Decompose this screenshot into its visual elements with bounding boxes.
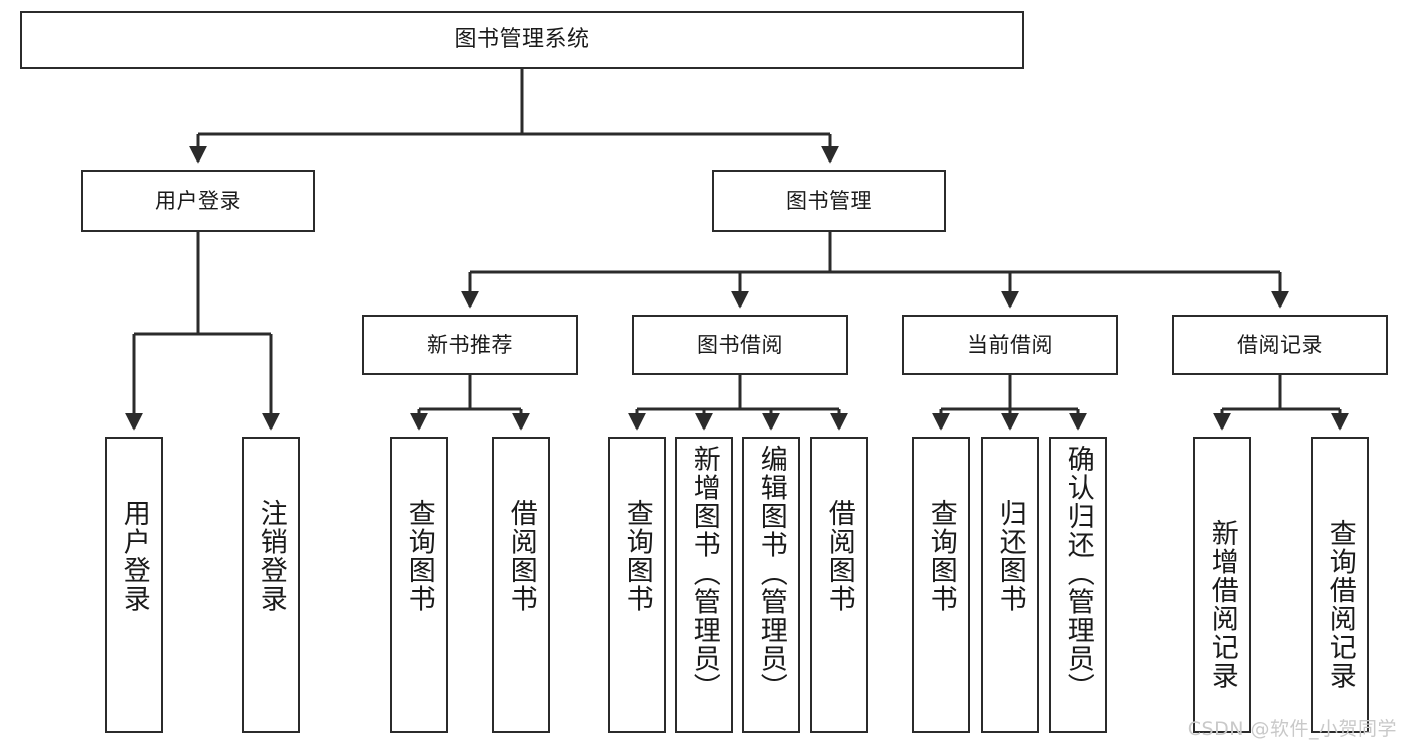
node-label: 新增图书（管理员）: [688, 445, 720, 702]
leaf-borrow-record-add-record[interactable]: 新增借阅记录: [1193, 437, 1251, 733]
node-borrow-record[interactable]: 借阅记录: [1172, 315, 1388, 375]
node-label: 借阅记录: [1237, 332, 1323, 357]
leaf-new-book-borrow-book[interactable]: 借阅图书: [492, 437, 550, 733]
node-label: 用户登录: [118, 499, 150, 613]
leaf-user-login-logout[interactable]: 注销登录: [242, 437, 300, 733]
node-label: 新增借阅记录: [1206, 519, 1238, 690]
node-label: 借阅图书: [505, 499, 537, 613]
node-label: 查询图书: [621, 499, 653, 613]
node-new-book-recommend[interactable]: 新书推荐: [362, 315, 578, 375]
node-root-book-management-system[interactable]: 图书管理系统: [20, 11, 1024, 69]
leaf-book-borrow-edit-book-admin[interactable]: 编辑图书（管理员）: [742, 437, 800, 733]
node-label: 注销登录: [255, 499, 287, 613]
node-book-borrow[interactable]: 图书借阅: [632, 315, 848, 375]
node-label: 当前借阅: [967, 332, 1053, 357]
node-label: 查询图书: [403, 499, 435, 613]
leaf-new-book-query-book[interactable]: 查询图书: [390, 437, 448, 733]
node-label: 编辑图书（管理员）: [755, 445, 787, 702]
watermark-text: CSDN @软件_小贺同学: [1187, 718, 1397, 740]
node-label: 归还图书: [994, 499, 1026, 613]
leaf-user-login-login[interactable]: 用户登录: [105, 437, 163, 733]
leaf-borrow-record-query-record[interactable]: 查询借阅记录: [1311, 437, 1369, 733]
leaf-book-borrow-query-book[interactable]: 查询图书: [608, 437, 666, 733]
node-current-borrow[interactable]: 当前借阅: [902, 315, 1118, 375]
node-book-management[interactable]: 图书管理: [712, 170, 946, 232]
node-label: 查询借阅记录: [1324, 519, 1356, 690]
leaf-current-borrow-return-book[interactable]: 归还图书: [981, 437, 1039, 733]
node-label: 图书管理系统: [454, 27, 590, 53]
node-label: 用户登录: [155, 188, 241, 213]
node-label: 新书推荐: [427, 332, 513, 357]
leaf-current-borrow-confirm-return-admin[interactable]: 确认归还（管理员）: [1049, 437, 1107, 733]
leaf-current-borrow-query-book[interactable]: 查询图书: [912, 437, 970, 733]
node-label: 图书管理: [786, 188, 872, 213]
node-label: 查询图书: [925, 499, 957, 613]
node-label: 确认归还（管理员）: [1062, 445, 1094, 702]
leaf-book-borrow-borrow-book[interactable]: 借阅图书: [810, 437, 868, 733]
node-label: 图书借阅: [697, 332, 783, 357]
node-user-login[interactable]: 用户登录: [81, 170, 315, 232]
node-label: 借阅图书: [823, 499, 855, 613]
leaf-book-borrow-add-book-admin[interactable]: 新增图书（管理员）: [675, 437, 733, 733]
